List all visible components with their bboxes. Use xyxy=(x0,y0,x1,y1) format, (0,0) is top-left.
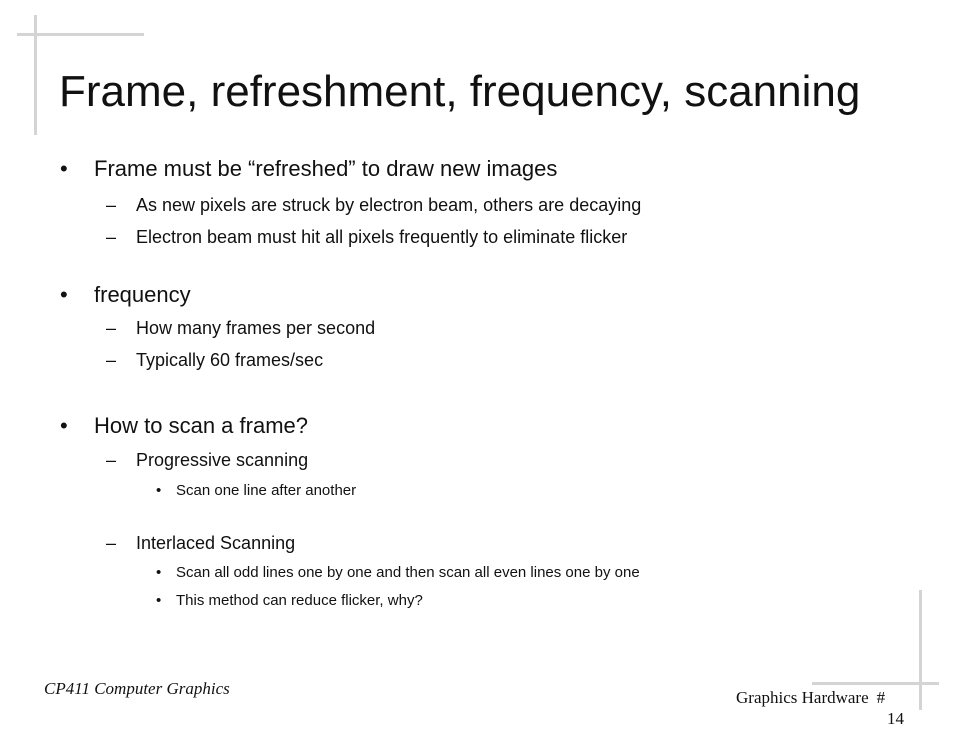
small-bullet-marker: • xyxy=(156,564,162,581)
dash-marker: – xyxy=(106,350,117,370)
sub-bullet-item: – Typically 60 frames/sec xyxy=(106,348,324,372)
sub-bullet-item: – As new pixels are struck by electron b… xyxy=(106,193,642,217)
decorative-vertical-line-left xyxy=(34,15,37,135)
slide-title: Frame, refreshment, frequency, scanning xyxy=(59,67,861,116)
footer-section-name: Graphics Hardware xyxy=(736,688,869,707)
dash-marker: – xyxy=(106,533,117,553)
footer-page-number: 14 xyxy=(887,709,904,728)
sub-bullet-text: Interlaced Scanning xyxy=(136,533,296,553)
bullet-text: Frame must be “refreshed” to draw new im… xyxy=(94,156,558,181)
sub-bullet-item: – Electron beam must hit all pixels freq… xyxy=(106,225,628,249)
small-bullet-marker: • xyxy=(156,482,162,499)
bullet-marker: • xyxy=(60,282,68,307)
bullet-text: How to scan a frame? xyxy=(94,413,308,438)
decorative-horizontal-line-top xyxy=(17,33,144,36)
footer-course-name: CP411 Computer Graphics xyxy=(44,679,230,698)
bullet-item: • Frame must be “refreshed” to draw new … xyxy=(60,155,558,183)
sub-bullet-text: Electron beam must hit all pixels freque… xyxy=(136,227,628,247)
bullet-item: • frequency xyxy=(60,281,191,309)
sub-bullet-text: As new pixels are struck by electron bea… xyxy=(136,195,642,215)
decorative-vertical-line-right xyxy=(919,590,922,710)
sub-bullet-item: – Progressive scanning xyxy=(106,448,309,472)
sub-bullet-text: Typically 60 frames/sec xyxy=(136,350,324,370)
sub-bullet-item: – Interlaced Scanning xyxy=(106,531,296,555)
footer-section: Graphics Hardware # xyxy=(736,687,885,709)
sub-sub-bullet-item: • Scan one line after another xyxy=(156,481,357,501)
decorative-horizontal-line-bottom xyxy=(812,682,939,685)
dash-marker: – xyxy=(106,195,117,215)
dash-marker: – xyxy=(106,227,117,247)
bullet-text: frequency xyxy=(94,282,191,307)
sub-sub-bullet-item: • This method can reduce flicker, why? xyxy=(156,591,423,611)
sub-bullet-text: Progressive scanning xyxy=(136,450,309,470)
sub-bullet-text: How many frames per second xyxy=(136,318,376,338)
sub-sub-bullet-text: Scan all odd lines one by one and then s… xyxy=(176,564,640,581)
sub-sub-bullet-item: • Scan all odd lines one by one and then… xyxy=(156,563,640,583)
bullet-marker: • xyxy=(60,156,68,181)
sub-sub-bullet-text: Scan one line after another xyxy=(176,482,357,499)
bullet-item: • How to scan a frame? xyxy=(60,412,308,440)
sub-sub-bullet-text: This method can reduce flicker, why? xyxy=(176,592,423,609)
dash-marker: – xyxy=(106,318,117,338)
bullet-marker: • xyxy=(60,413,68,438)
sub-bullet-item: – How many frames per second xyxy=(106,316,376,340)
small-bullet-marker: • xyxy=(156,592,162,609)
dash-marker: – xyxy=(106,450,117,470)
footer-page-marker: # xyxy=(876,688,886,707)
